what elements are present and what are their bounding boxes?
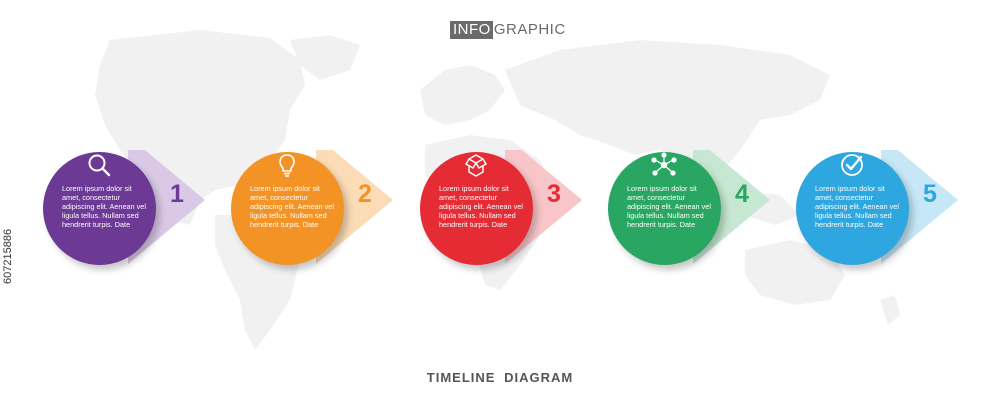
step-number: 3 xyxy=(547,180,561,208)
side-id-text: 607215886 xyxy=(2,228,14,284)
timeline-step-3: Lorem ipsum dolor sit amet, consectetur … xyxy=(420,150,600,270)
diagram-caption: TIMELINE DIAGRAM xyxy=(426,370,574,385)
step-description: Lorem ipsum dolor sit amet, consectetur … xyxy=(439,184,523,229)
step-number: 5 xyxy=(923,180,937,208)
step-description: Lorem ipsum dolor sit amet, consectetur … xyxy=(62,184,146,229)
step-circle: Lorem ipsum dolor sit amet, consectetur … xyxy=(796,152,909,265)
step-description: Lorem ipsum dolor sit amet, consectetur … xyxy=(627,184,711,229)
box-icon xyxy=(465,154,487,177)
title-rest-word: GRAPHIC xyxy=(493,21,566,38)
step-number: 4 xyxy=(735,180,749,208)
step-circle: Lorem ipsum dolor sit amet, consectetur … xyxy=(608,152,721,265)
step-number: 2 xyxy=(358,180,372,208)
timeline-step-2: Lorem ipsum dolor sit amet, consectetur … xyxy=(231,150,411,270)
checkmark-icon xyxy=(841,154,863,176)
step-circle: Lorem ipsum dolor sit amet, consectetur … xyxy=(231,152,344,265)
infographic-title: INFO GRAPHIC xyxy=(450,21,566,39)
title-boxed-word: INFO xyxy=(450,21,493,39)
step-circle: Lorem ipsum dolor sit amet, consectetur … xyxy=(43,152,156,265)
step-description: Lorem ipsum dolor sit amet, consectetur … xyxy=(250,184,334,229)
lightbulb-icon xyxy=(279,154,295,177)
magnifier-icon xyxy=(88,154,111,177)
timeline-step-5: Lorem ipsum dolor sit amet, consectetur … xyxy=(796,150,976,270)
step-circle: Lorem ipsum dolor sit amet, consectetur … xyxy=(420,152,533,265)
timeline-step-4: Lorem ipsum dolor sit amet, consectetur … xyxy=(608,150,788,270)
step-description: Lorem ipsum dolor sit amet, consectetur … xyxy=(815,184,899,229)
timeline-step-1: Lorem ipsum dolor sit amet, consectetur … xyxy=(43,150,223,270)
step-number: 1 xyxy=(170,180,184,208)
network-icon xyxy=(651,152,677,176)
